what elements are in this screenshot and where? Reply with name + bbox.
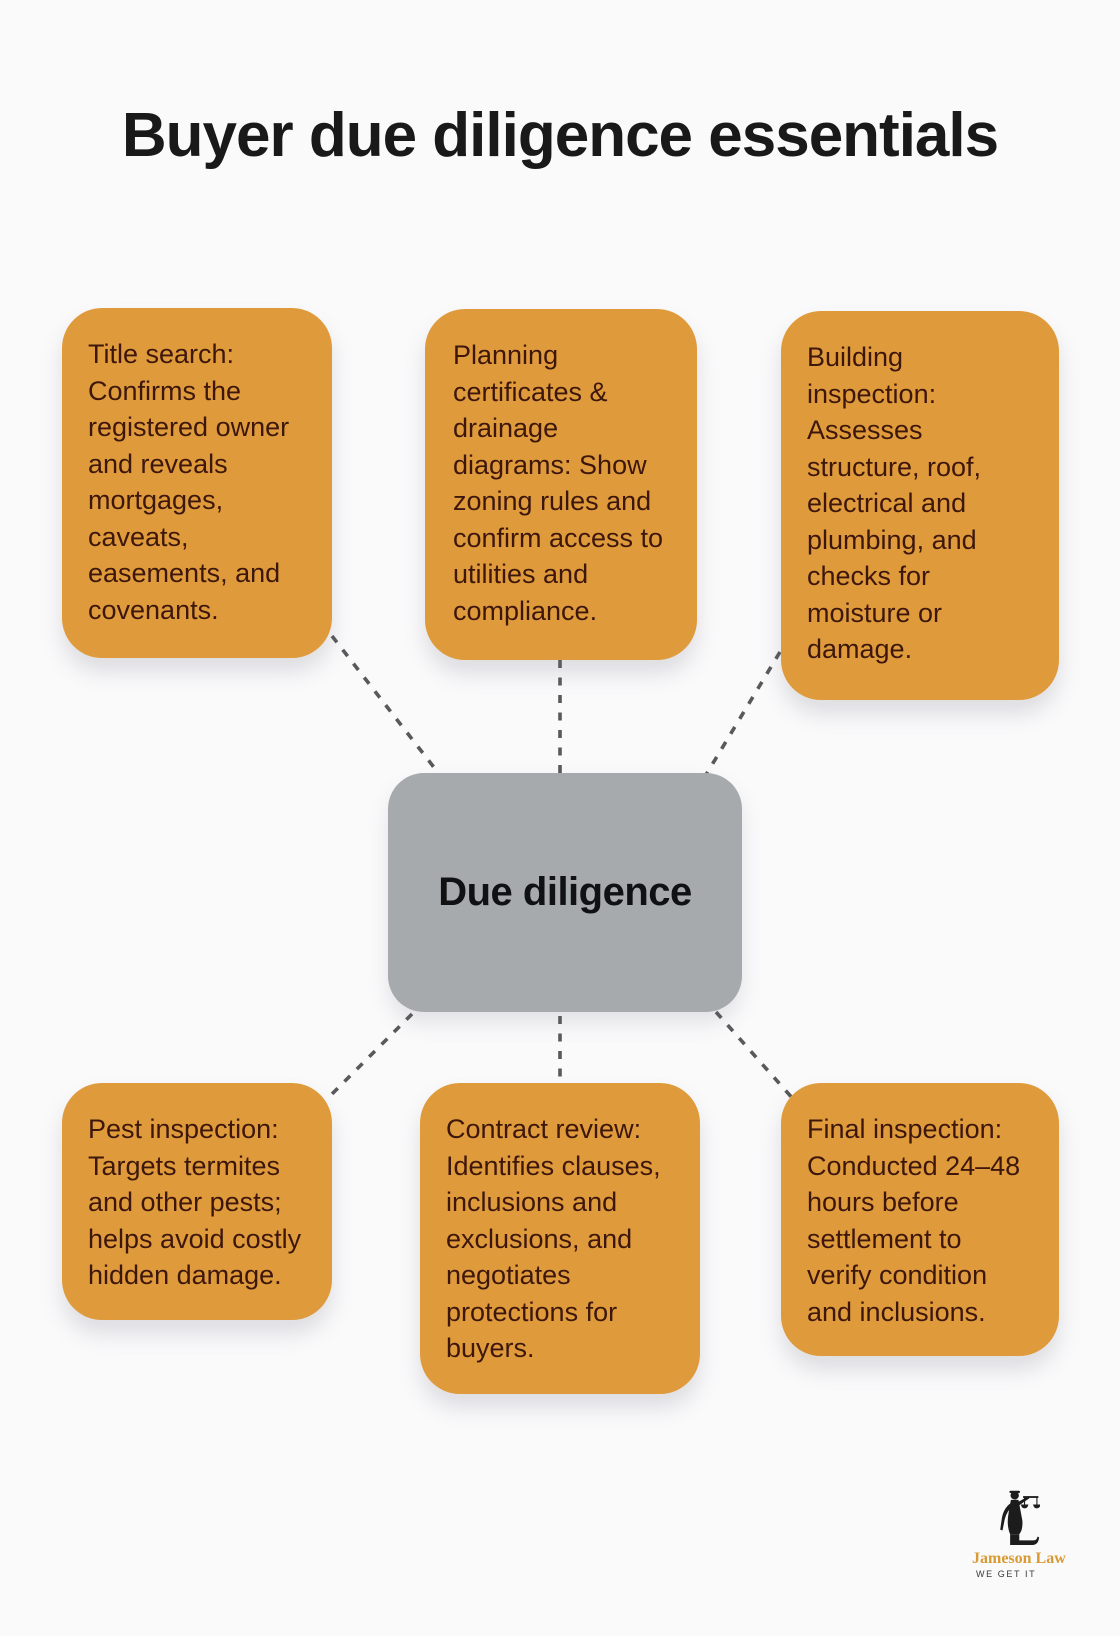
connector-final xyxy=(714,1010,796,1102)
center-node-due-diligence: Due diligence xyxy=(388,773,742,1012)
card-final-inspection: Final inspection: Conducted 24–48 hours … xyxy=(781,1083,1059,1356)
connector-building xyxy=(702,651,782,779)
connector-pest xyxy=(326,1012,414,1100)
card-contract-review: Contract review: Identifies clauses, inc… xyxy=(420,1083,700,1394)
card-title-search: Title search: Confirms the registered ow… xyxy=(62,308,332,658)
card-planning-certificates: Planning certificates & drainage diagram… xyxy=(425,309,697,660)
brand-tagline: WE GET IT xyxy=(976,1569,1037,1579)
lady-justice-icon xyxy=(1000,1490,1040,1545)
center-node-label: Due diligence xyxy=(438,870,692,914)
card-pest-inspection: Pest inspection: Targets termites and ot… xyxy=(62,1083,332,1320)
connector-title-search xyxy=(330,634,452,790)
page-title: Buyer due diligence essentials xyxy=(121,101,999,170)
brand-logo: Jameson Law WE GET IT xyxy=(972,1490,1066,1579)
brand-name: Jameson Law xyxy=(972,1550,1066,1567)
card-building-inspection: Building inspection: Assesses structure,… xyxy=(781,311,1059,700)
